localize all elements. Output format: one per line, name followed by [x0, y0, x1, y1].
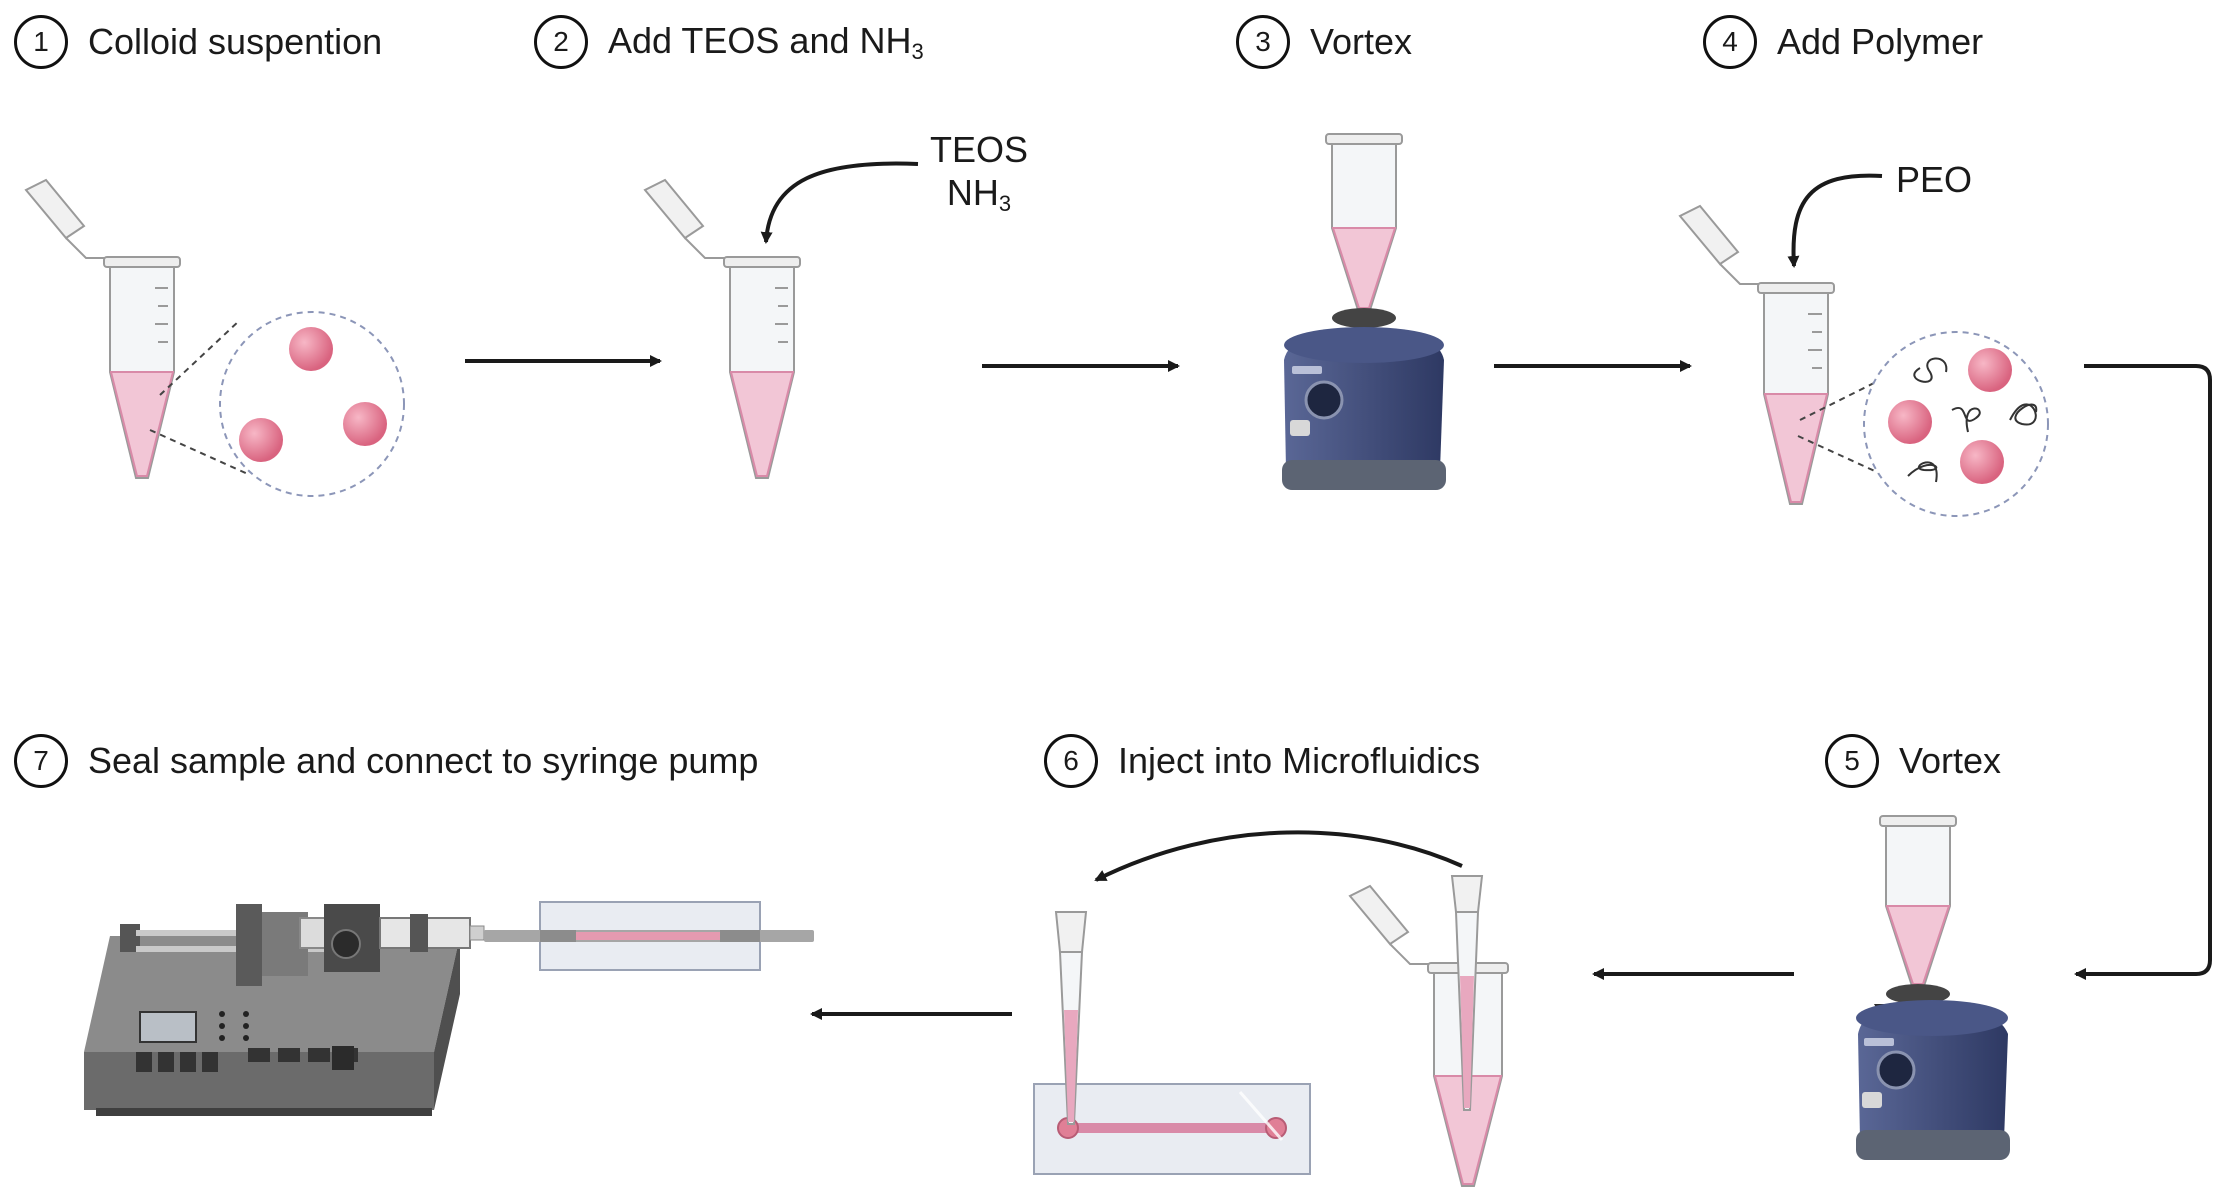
flow-arrow — [2074, 364, 2212, 980]
particle-icon — [1960, 440, 2004, 484]
reagent-addition-arrow — [1787, 173, 1883, 268]
step-label: Colloid suspention — [88, 21, 383, 62]
vortex-mixer-icon — [1282, 133, 1446, 490]
particle-icon — [1888, 400, 1932, 444]
magnified-particles-view — [149, 311, 405, 497]
step-number-badge: 3 — [1236, 15, 1290, 69]
particle-icon — [239, 418, 283, 462]
step-6-header: 6 Inject into Microfluidics — [1044, 734, 1480, 788]
microfluidic-chip-icon — [1033, 911, 1311, 1175]
polymer-chain-icon — [1951, 407, 1981, 433]
step-number-badge: 2 — [534, 15, 588, 69]
step-label: Vortex — [1899, 740, 2002, 781]
tube-with-pipette-icon — [1348, 875, 1509, 1187]
pipette-icon — [1054, 911, 1088, 953]
step-1-header: 1 Colloid suspention — [14, 15, 382, 69]
particle-icon — [289, 327, 333, 371]
reagent-addition-arrow — [760, 161, 919, 244]
step-2-header: 2 Add TEOS and NH3 — [534, 15, 924, 69]
step-number-badge: 4 — [1703, 15, 1757, 69]
reagent-label-teos: TEOS NH3 — [930, 129, 1029, 217]
step-label: Seal sample and connect to syringe pump — [88, 740, 759, 781]
step-number-badge: 1 — [14, 15, 68, 69]
step-4-header: 4 Add Polymer — [1703, 15, 1983, 69]
particle-icon — [1968, 348, 2012, 392]
step-number-badge: 6 — [1044, 734, 1098, 788]
step-label: Vortex — [1310, 21, 1413, 62]
step-number-badge: 5 — [1825, 734, 1879, 788]
step-label: Add Polymer — [1777, 21, 1984, 62]
reagent-label-peo: PEO — [1896, 159, 1973, 200]
polymer-chain-icon — [1907, 461, 1938, 483]
tube-icon — [1678, 204, 1835, 505]
pipette-icon — [1450, 875, 1484, 913]
sealed-chip-icon — [484, 901, 814, 971]
polymer-chain-icon — [1913, 357, 1948, 383]
step-number-badge: 7 — [14, 734, 68, 788]
step-7-header: 7 Seal sample and connect to syringe pum… — [14, 734, 758, 788]
step-3-header: 3 Vortex — [1236, 15, 1412, 69]
transfer-arrow — [1094, 830, 1463, 882]
particle-icon — [343, 402, 387, 446]
step-5-header: 5 Vortex — [1825, 734, 2001, 788]
pump-display — [139, 1011, 197, 1043]
step-label: Inject into Microfluidics — [1118, 740, 1481, 781]
magnified-polymer-particles-view — [1797, 331, 2049, 517]
step-label: Add TEOS and NH3 — [608, 19, 924, 64]
syringe-pump-icon — [84, 904, 542, 1116]
vortex-mixer-icon — [1856, 815, 2010, 1160]
polymer-chain-icon — [2009, 403, 2038, 426]
tube-icon — [643, 178, 801, 479]
tube-icon — [24, 178, 181, 479]
